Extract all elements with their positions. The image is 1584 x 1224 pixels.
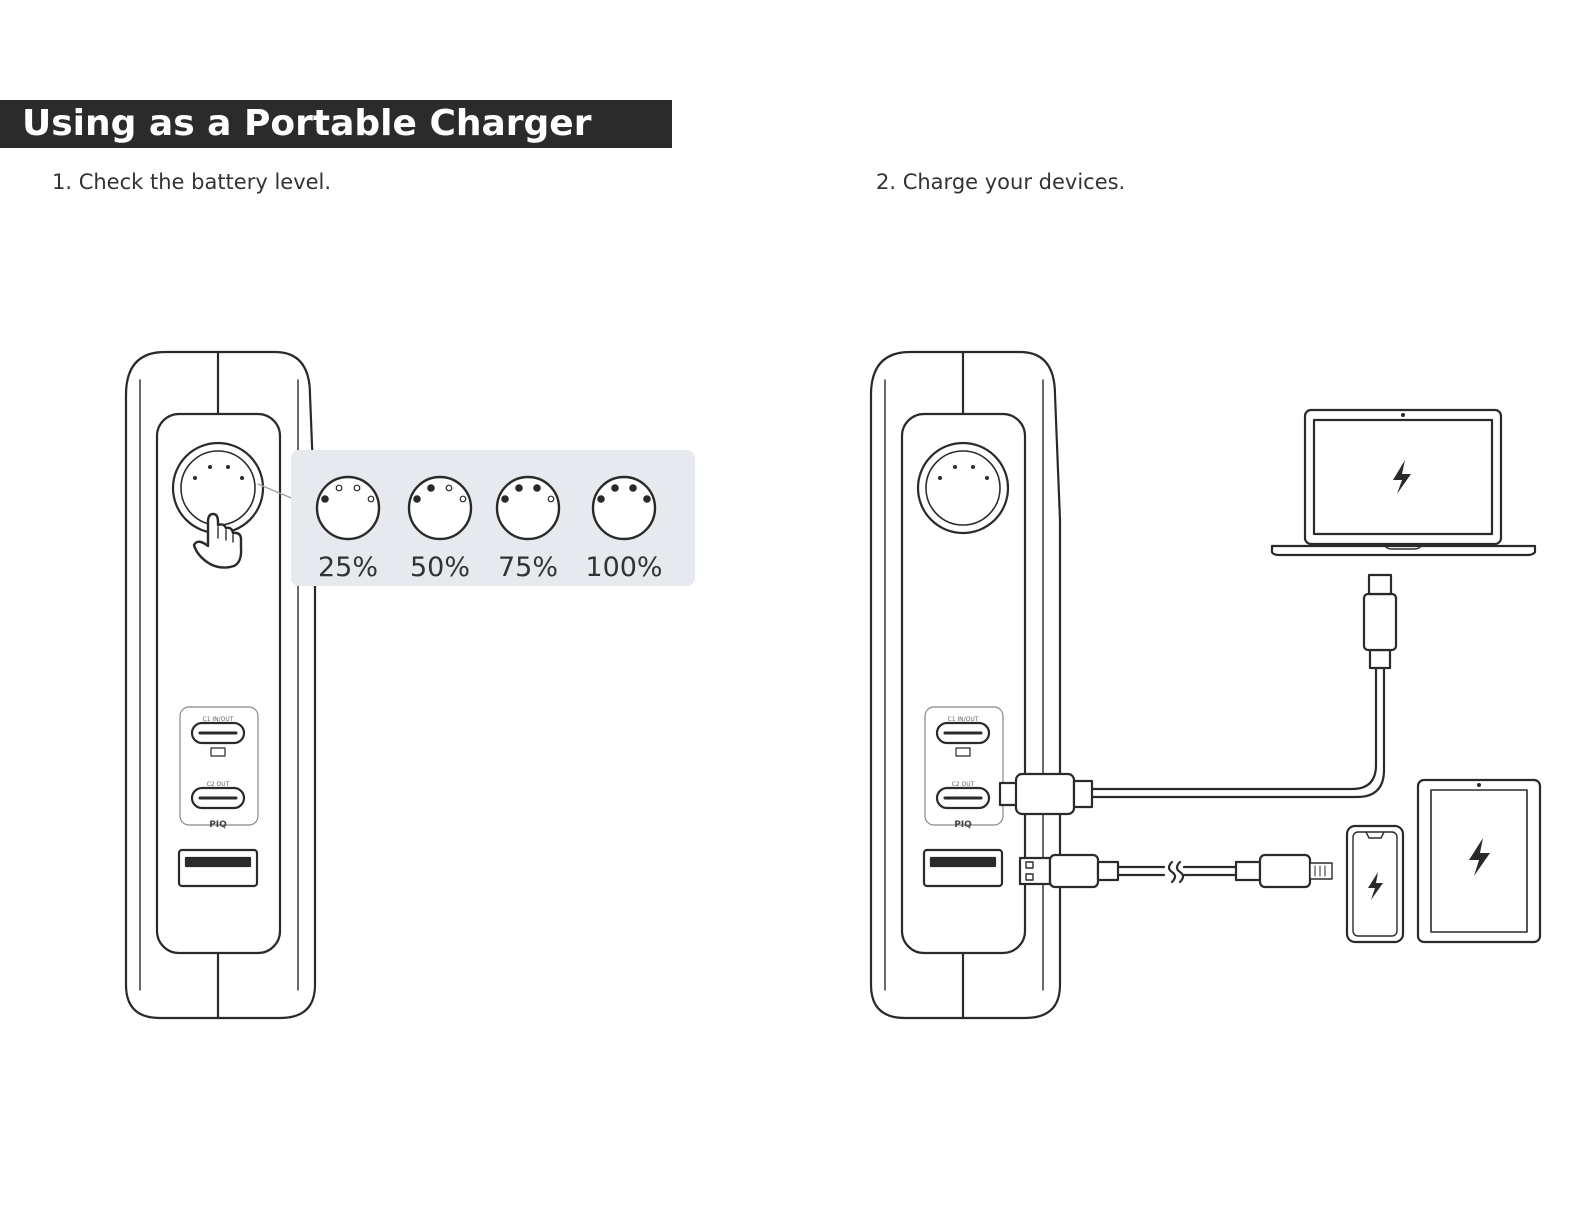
usb-a-port (924, 850, 1002, 886)
led-dot-lit (516, 485, 522, 491)
led-dot (971, 465, 975, 469)
led-dot-lit (534, 485, 540, 491)
lightning-bolt-icon (1368, 872, 1383, 900)
led-dot-unlit (548, 496, 554, 502)
led-dot-unlit (460, 496, 466, 502)
led-dot (953, 465, 957, 469)
led-dot (985, 476, 989, 480)
led-dot-unlit (336, 485, 342, 491)
poweriq-label: PIQ (954, 820, 972, 830)
led-dot (938, 476, 942, 480)
led-dot-lit (414, 496, 420, 502)
indicator-ring (409, 477, 471, 539)
led-dot-unlit (368, 496, 374, 502)
indicator-ring (317, 477, 379, 539)
led-dot-lit (428, 485, 434, 491)
tablet (1418, 780, 1540, 942)
lightning-bolt-icon (1469, 838, 1490, 876)
laptop (1272, 410, 1535, 555)
lightning-cable (1020, 855, 1332, 887)
power-bank-left: C1 IN/OUT C2 OUT PIQ (126, 352, 315, 1018)
indicator-ring (593, 477, 655, 539)
power-button[interactable] (918, 443, 1008, 533)
battery-level-label: 50% (410, 552, 470, 583)
indicator-ring (497, 477, 559, 539)
battery-level-indicator: 75% (497, 477, 559, 583)
led-dot (193, 476, 197, 480)
led-dot (240, 476, 244, 480)
led-dot (226, 465, 230, 469)
led-dot-lit (644, 496, 650, 502)
battery-level-indicator: 50% (409, 477, 471, 583)
power-bank-right: C1 IN/OUT C2 OUT PIQ (871, 352, 1060, 1018)
led-dot-lit (630, 485, 636, 491)
led-dot-lit (612, 485, 618, 491)
led-dot-lit (598, 496, 604, 502)
battery-level-label: 100% (585, 552, 662, 583)
phone (1347, 826, 1403, 942)
led-dot-unlit (354, 485, 360, 491)
usb-a-port (179, 850, 257, 886)
laptop-icon (956, 748, 970, 756)
battery-level-label: 75% (498, 552, 558, 583)
laptop-icon (211, 748, 225, 756)
battery-level-indicator: 25% (317, 477, 379, 583)
led-dot-lit (322, 496, 328, 502)
led-dot-lit (502, 496, 508, 502)
lightning-bolt-icon (1393, 460, 1411, 494)
led-dot (208, 465, 212, 469)
battery-level-label: 25% (318, 552, 378, 583)
poweriq-label: PIQ (209, 820, 227, 830)
led-dot-unlit (446, 485, 452, 491)
battery-level-callout: 25% 50% 75% 100% (258, 450, 695, 586)
